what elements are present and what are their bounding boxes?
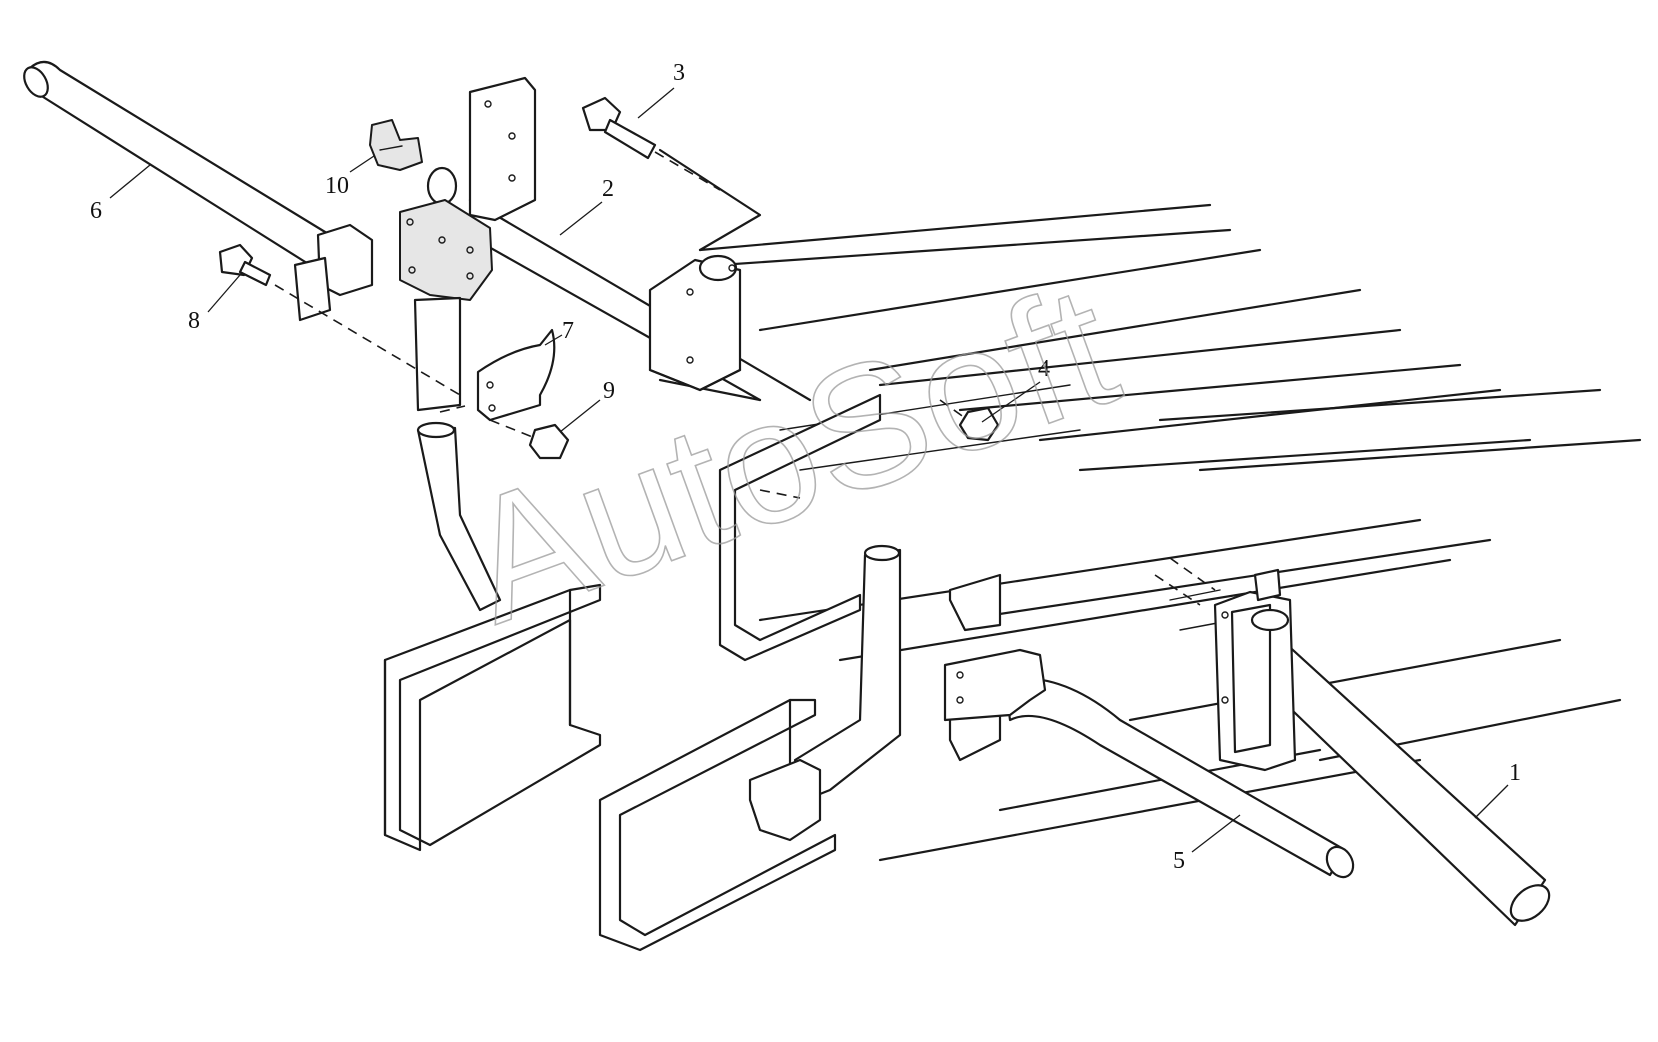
callout-10: 10 [325,155,375,199]
cross-member [399,76,812,402]
callout-label-2: 2 [602,176,614,202]
watermark-text: AutoSoft [441,248,1139,661]
tube-part-1 [1213,568,1551,927]
callout-4: 4 [981,356,1050,423]
callout-7: 7 [544,318,574,346]
callout-2: 2 [559,176,614,236]
callout-1: 1 [1474,760,1521,819]
bolt-part-3 [581,96,721,191]
callout-label-4: 4 [1038,356,1050,382]
nut-part-9 [489,419,570,460]
bolt-part-8 [218,243,461,396]
bushing-part-10 [369,119,423,171]
callout-5: 5 [1173,814,1241,874]
callout-9: 9 [559,378,615,433]
assembly-paths [439,405,1216,606]
stabilizer-bar-part-6 [23,60,374,322]
tube-part-5 [943,648,1355,879]
nut-part-4 [939,399,1000,442]
vertical-links [413,296,902,842]
callout-label-3: 3 [673,60,685,86]
callout-6: 6 [90,164,151,224]
callout-3: 3 [637,60,685,119]
frame-crossmember-left [383,583,602,852]
callout-label-10: 10 [325,173,349,199]
callout-label-8: 8 [188,308,200,334]
bracket-part-7 [476,328,556,422]
callout-label-5: 5 [1173,848,1185,874]
callout-8: 8 [188,274,241,334]
callout-label-6: 6 [90,198,102,224]
callout-label-1: 1 [1509,760,1521,786]
callout-label-9: 9 [603,378,615,404]
callout-label-7: 7 [562,318,574,344]
